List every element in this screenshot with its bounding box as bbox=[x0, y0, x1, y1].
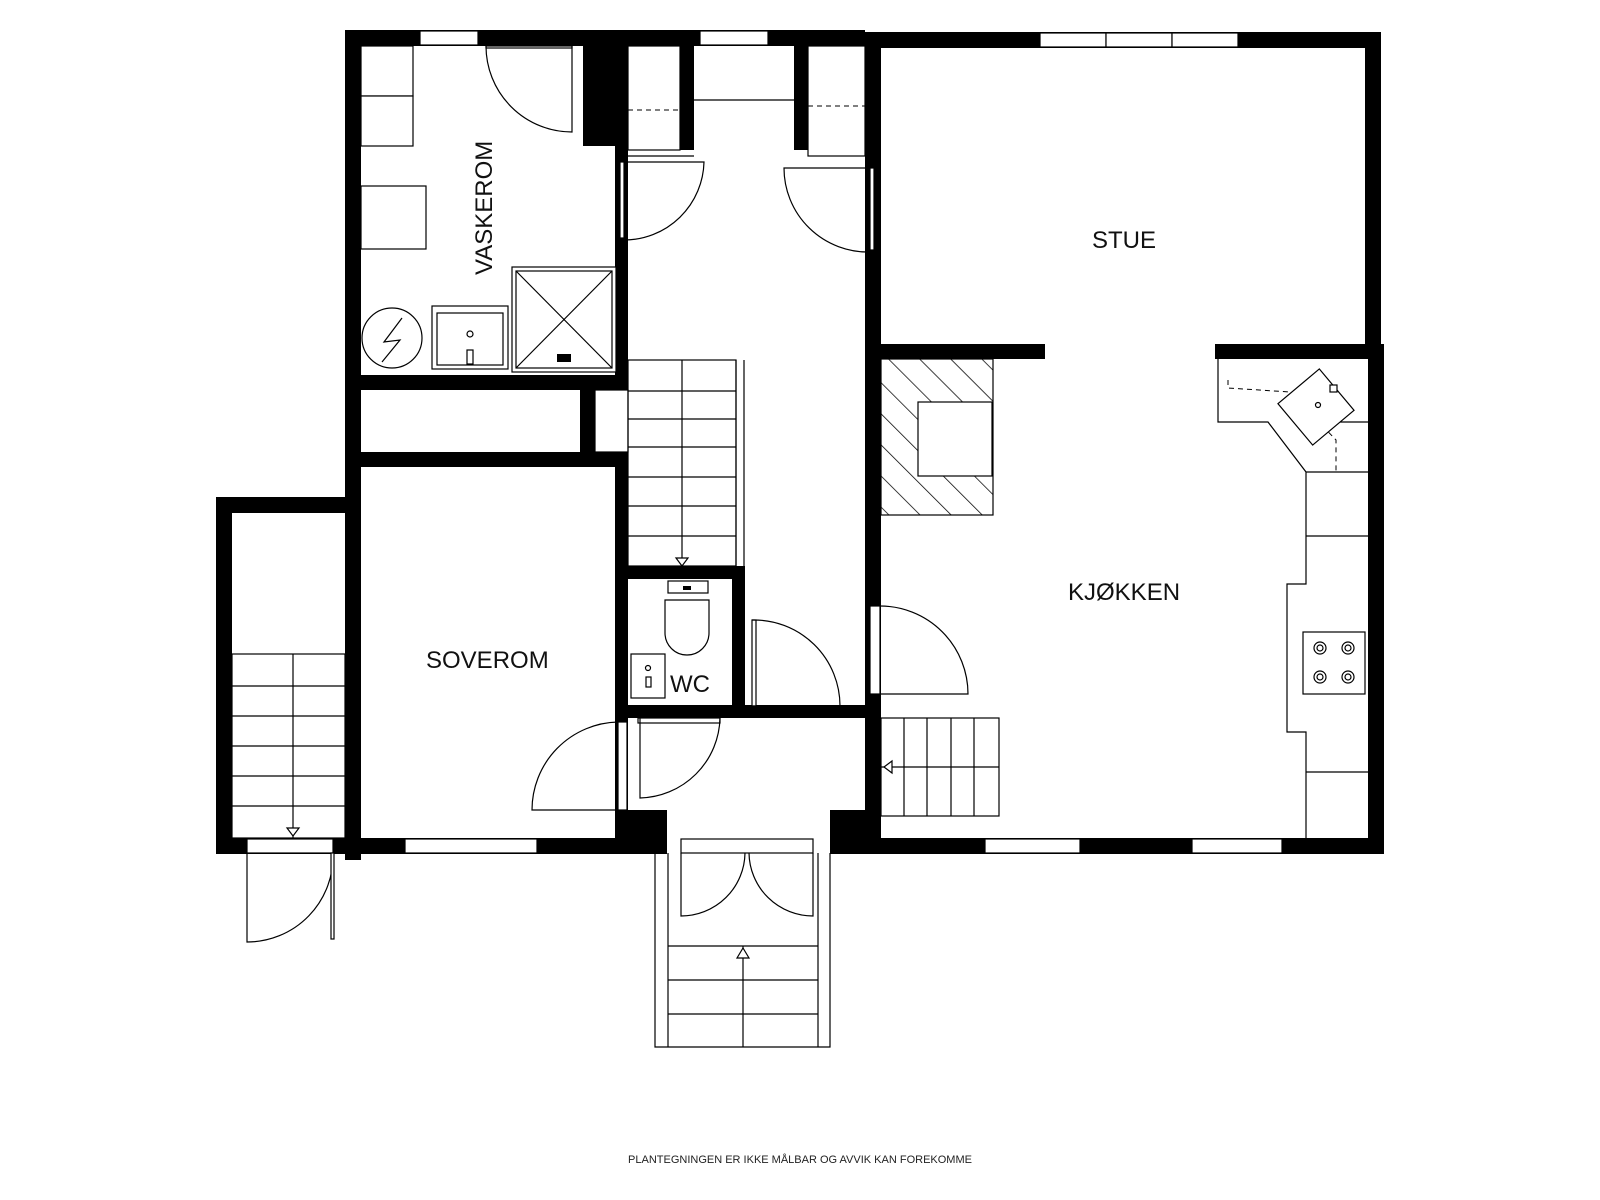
wall-vestibule-right bbox=[830, 810, 880, 854]
outer-wall-right-upper bbox=[1365, 32, 1381, 352]
closet-shelf-left bbox=[627, 45, 681, 151]
door-leaf-vestibule bbox=[637, 717, 721, 724]
door-leaf-hall-left bbox=[619, 161, 625, 239]
door-leaf-wc-hall bbox=[751, 619, 757, 707]
window-front-door-frame bbox=[680, 838, 814, 854]
kitchen-counter-edge bbox=[1227, 380, 1337, 474]
stair-kjokken-arrow bbox=[883, 759, 893, 775]
wall-vaskerom-bottom bbox=[345, 375, 628, 390]
wall-vestibule-left bbox=[615, 810, 667, 854]
outer-wall-bottom-right bbox=[880, 838, 1384, 854]
wall-wc-right bbox=[732, 566, 745, 716]
outer-wall-right-lower bbox=[1368, 345, 1384, 852]
wall-vaskerom-hall-lower bbox=[615, 146, 628, 376]
annex-wall-left bbox=[216, 497, 232, 852]
door-swing-vaskerom bbox=[485, 45, 573, 133]
door-leaf-hall-stue bbox=[869, 167, 875, 251]
kitchen-counter bbox=[1217, 359, 1368, 852]
window-hall bbox=[699, 30, 769, 46]
windows bbox=[246, 30, 1283, 854]
wall-stue-kjokken-right bbox=[1215, 344, 1384, 359]
door-swing-annex bbox=[246, 852, 334, 943]
window-stue-3 bbox=[1171, 32, 1239, 48]
door-swing-hall-left bbox=[623, 161, 705, 241]
door-swing-front-right bbox=[748, 852, 814, 917]
room-label-stue: STUE bbox=[1092, 227, 1156, 254]
disclaimer-text: PLANTEGNINGEN ER IKKE MÅLBAR OG AVVIK KA… bbox=[628, 1153, 972, 1166]
walls bbox=[216, 30, 1384, 860]
fixtures bbox=[360, 45, 1368, 852]
wall-vaskerom-hall bbox=[583, 30, 628, 146]
stairs bbox=[231, 359, 1000, 1048]
door-swing-hall-stue bbox=[783, 167, 871, 253]
wall-storage-divider bbox=[580, 375, 595, 467]
wc-sink bbox=[630, 653, 666, 699]
water-heater-icon bbox=[361, 307, 423, 369]
stair-annex-arrow bbox=[285, 827, 301, 837]
window-annex-door-frame bbox=[246, 838, 334, 854]
wall-hall-stue bbox=[865, 32, 881, 852]
window-kjokken-2 bbox=[1191, 838, 1283, 854]
room-label-vaskerom: VASKEROM bbox=[471, 141, 498, 275]
vaskerom-bench bbox=[360, 185, 427, 250]
storage-space bbox=[594, 389, 629, 453]
door-leaf-annex bbox=[330, 852, 335, 940]
door-swing-kjokken bbox=[879, 605, 969, 695]
stove-icon bbox=[1302, 631, 1366, 695]
window-soverom bbox=[404, 838, 538, 854]
closet-shelf-right bbox=[807, 45, 866, 157]
wall-closet-left bbox=[680, 46, 694, 150]
outer-wall-left-upper bbox=[345, 30, 361, 860]
stair-interior-arrow bbox=[674, 557, 690, 567]
water-heater-bolt bbox=[381, 317, 403, 363]
vaskerom-cabinet-mid bbox=[360, 95, 414, 147]
room-label-soverom: SOVEROM bbox=[426, 647, 549, 674]
door-leaf-soverom bbox=[617, 721, 628, 811]
stair-front-arrow bbox=[735, 946, 751, 959]
window-stue-2 bbox=[1105, 32, 1173, 48]
window-vaskerom bbox=[419, 30, 479, 46]
fireplace-insert bbox=[917, 401, 993, 477]
window-kjokken-1 bbox=[984, 838, 1081, 854]
wall-wc-top bbox=[615, 566, 745, 579]
door-swing-soverom bbox=[531, 721, 619, 811]
annex-wall-top bbox=[216, 497, 361, 513]
vaskerom-cabinet-top bbox=[360, 45, 414, 97]
wall-stue-kjokken-left bbox=[865, 344, 1045, 359]
door-leaf-vaskerom bbox=[485, 45, 573, 49]
door-swing-vestibule bbox=[639, 717, 721, 799]
wall-closet-right bbox=[794, 46, 808, 150]
window-stue-1 bbox=[1039, 32, 1107, 48]
doors bbox=[246, 45, 969, 943]
door-leaf-kjokken bbox=[869, 605, 881, 695]
toilet-bowl-icon bbox=[664, 599, 710, 656]
room-label-wc: WC bbox=[670, 671, 710, 698]
wall-wc-bottom bbox=[615, 705, 880, 718]
door-swing-front-left bbox=[680, 852, 746, 917]
room-label-kjokken: KJØKKEN bbox=[1068, 579, 1180, 606]
door-swing-wc-hall bbox=[751, 619, 841, 707]
